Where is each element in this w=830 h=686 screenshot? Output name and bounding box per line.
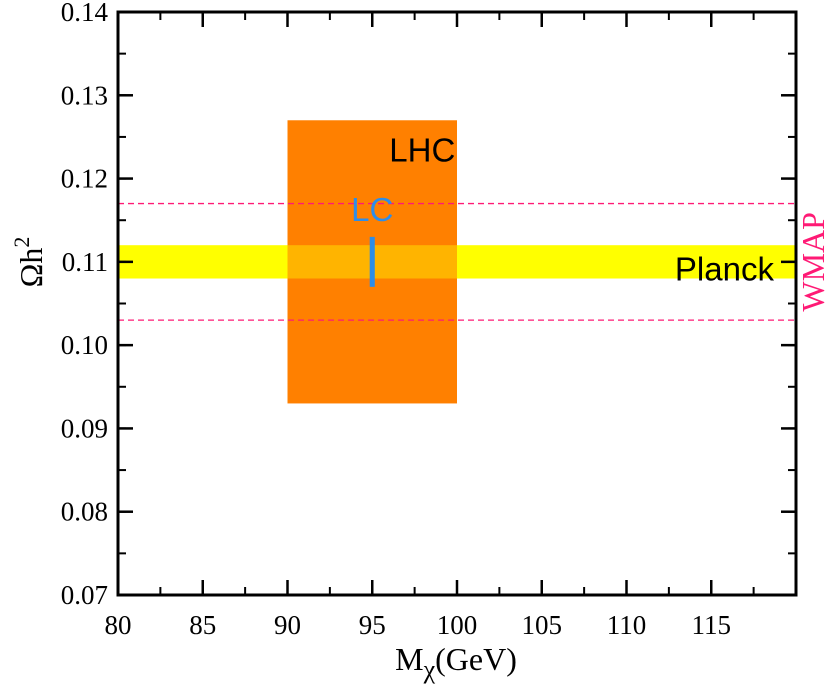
- lc-region: [369, 236, 375, 287]
- regions: [118, 120, 796, 404]
- lhc-label: LHC: [389, 131, 455, 168]
- ticks: 80 85 90 95 100 105 110 115 0.07 0.08 0.09 0.10 0.11…: [61, 0, 797, 640]
- y-tick-label: 0.10: [61, 330, 108, 360]
- x-tick-label: 115: [692, 610, 732, 640]
- region-labels: LHC LC Planck WMAP: [351, 131, 830, 311]
- planck-label: Planck: [675, 251, 775, 288]
- x-axis-title-sub: χ: [423, 655, 436, 684]
- x-tick-label: 110: [607, 610, 647, 640]
- wmap-lines: [118, 202, 796, 321]
- x-tick-label: 80: [105, 610, 132, 640]
- x-tick-label: 85: [189, 610, 216, 640]
- y-tick-label: 0.07: [61, 580, 108, 610]
- x-tick-label: 105: [522, 610, 563, 640]
- x-tick-label: 90: [274, 610, 301, 640]
- x-tick-label: 95: [359, 610, 386, 640]
- lc-label: LC: [351, 191, 393, 228]
- x-axis-title: Mχ(GeV): [395, 641, 517, 684]
- y-axis-title: Ωh2: [9, 237, 49, 288]
- y-tick-label: 0.12: [61, 164, 108, 194]
- y-tick-label: 0.11: [62, 247, 108, 277]
- y-tick-label: 0.08: [61, 497, 108, 527]
- y-axis-title-main: Ωh: [13, 248, 49, 288]
- y-tick-label: 0.13: [61, 80, 108, 110]
- x-tick-label: 100: [437, 610, 478, 640]
- y-axis-title-sup: 2: [9, 237, 34, 248]
- wmap-label: WMAP: [795, 212, 830, 312]
- x-axis-title-main: M: [395, 641, 423, 677]
- y-tick-label: 0.09: [61, 413, 108, 443]
- y-tick-label: 0.14: [61, 0, 109, 27]
- x-axis-title-unit: (GeV): [435, 641, 517, 677]
